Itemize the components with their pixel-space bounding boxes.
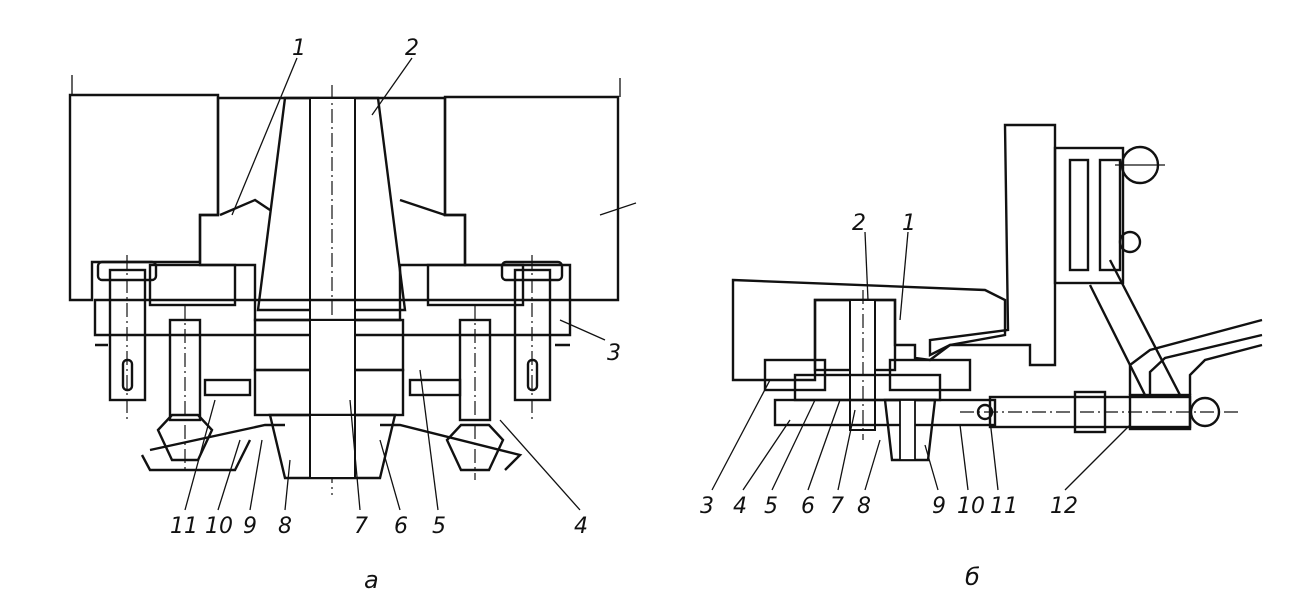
bolt-left-inner	[156, 305, 214, 470]
bolt-right-outer	[500, 255, 564, 420]
label-b-8: 8	[857, 494, 871, 519]
label-b-3: 3	[700, 494, 714, 519]
upper-mechanism	[1053, 146, 1125, 285]
label-b-7: 7	[830, 494, 844, 519]
leaders-a	[184, 57, 606, 511]
label-a-8: 8	[278, 514, 292, 539]
lower-nozzle-b	[883, 398, 937, 462]
figure-b	[711, 123, 1263, 491]
label-a-10: 10	[205, 514, 233, 539]
label-a-1: 1	[292, 36, 306, 61]
leaders-b	[711, 231, 1131, 491]
ladle-wall	[928, 123, 1057, 367]
label-b-6: 6	[801, 494, 815, 519]
support-plate	[149, 423, 523, 471]
label-b-4: 4	[733, 494, 747, 519]
label-a-4: 4	[574, 514, 588, 539]
label-a-6: 6	[394, 514, 408, 539]
label-b-1: 1	[902, 211, 916, 236]
bolt-right-inner	[445, 305, 505, 480]
labels-a: 1 2 3 4 5 6 7 8 9 10 11 a	[170, 36, 621, 594]
labels-b: 1 2 3 4 5 6 7 8 9 10 11 12 б	[700, 211, 1078, 591]
figure-a	[68, 57, 637, 511]
bolt-left-outer	[96, 255, 158, 420]
label-b-12: 12	[1050, 494, 1078, 519]
caption-a: a	[364, 566, 379, 594]
label-b-11: 11	[990, 494, 1018, 519]
hydraulic-cylinder	[960, 390, 1240, 434]
label-a-2: 2	[405, 36, 419, 61]
label-a-9: 9	[243, 514, 257, 539]
label-a-7: 7	[354, 514, 368, 539]
frame-plate-left	[148, 263, 237, 307]
label-a-3: 3	[607, 341, 621, 366]
label-b-5: 5	[764, 494, 778, 519]
label-a-5: 5	[432, 514, 446, 539]
label-a-11: 11	[170, 514, 198, 539]
caption-b: б	[965, 563, 980, 591]
label-b-9: 9	[932, 494, 946, 519]
mounting-plate	[93, 298, 572, 337]
label-b-10: 10	[957, 494, 985, 519]
hydraulic-pipes	[1128, 318, 1263, 395]
label-b-2: 2	[852, 211, 866, 236]
